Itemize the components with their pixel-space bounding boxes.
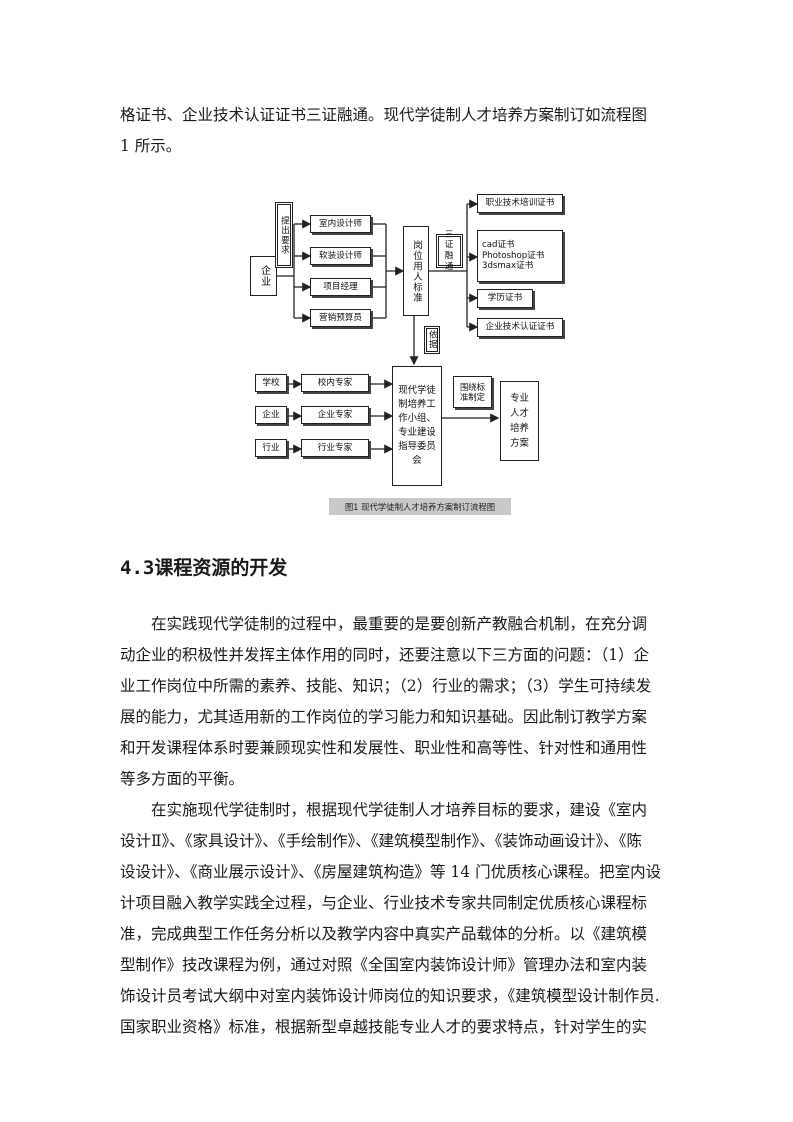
propose-requirements-label: 提出要求 (275, 202, 293, 268)
text-line: 业工作岗位中所需的素养、技能、知识；（2）行业的需求；（3）学生可持续发 (120, 677, 652, 695)
photoshop-certificate-text: Photoshop证书 (482, 250, 545, 261)
position-box-project-manager: 项目经理 (310, 278, 371, 296)
section-heading: 4.3课程资源的开发 (120, 553, 287, 580)
body-paragraph-2: 在实施现代学徒制时，根据现代学徒制人才培养目标的要求，建设《室内 设计Ⅱ》、《家… (120, 795, 680, 1043)
working-group-box: 现代学徒制培养工作小组、专业建设指导委员会 (392, 366, 442, 486)
intro-paragraph: 格证书、企业技术认证证书三证融通。现代学徒制人才培养方案制订如流程图 1 所示。 (120, 100, 680, 162)
expert-box-school: 校内专家 (301, 374, 369, 392)
text-line: 设设计》、《商业展示设计》、《房屋建筑构造》等 14 门优质核心课程。把室内设 (120, 863, 662, 881)
expert-box-industry: 行业专家 (301, 439, 369, 457)
source-box-school: 学校 (255, 374, 287, 392)
body-paragraph-1: 在实践现代学徒制的过程中，最重要的是要创新产教融合机制，在充分调 动企业的积极性… (120, 609, 680, 795)
flowchart-figure: 企业 提出要求 室内设计师 软装设计师 项目经理 营销预算员 岗位用人标准 三证… (240, 188, 580, 520)
text-line: 计项目融入教学实践全过程，与企业、行业技术专家共同制定优质核心课程标 (120, 894, 648, 912)
three-certificates-label: 三证融通 (436, 230, 463, 272)
section-number: 4.3 (120, 557, 155, 579)
job-standard-box: 岗位用人标准 (403, 226, 429, 316)
software-certificates-box: cad证书 Photoshop证书 3dsmax证书 (477, 230, 563, 282)
3dsmax-certificate-text: 3dsmax证书 (482, 261, 534, 272)
expert-box-enterprise: 企业专家 (301, 406, 369, 424)
talent-plan-box: 专业人才培养方案 (500, 381, 539, 461)
enterprise-box: 企业 (250, 256, 277, 296)
text-line: 1 所示。 (120, 137, 182, 155)
basis-label: 依据 (424, 326, 440, 354)
cad-certificate-text: cad证书 (482, 239, 515, 250)
text-line: 在实践现代学徒制的过程中，最重要的是要创新产教融合机制，在充分调 (120, 615, 648, 633)
text-line: 等多方面的平衡。 (120, 770, 245, 788)
position-box-marketing-budgeter: 营销预算员 (310, 309, 371, 327)
academic-certificate-box: 学历证书 (477, 289, 533, 308)
position-box-soft-furnishing-designer: 软装设计师 (310, 247, 371, 265)
text-line: 在实施现代学徒制时，根据现代学徒制人才培养目标的要求，建设《室内 (120, 801, 648, 819)
text-line: 动企业的积极性并发挥主体作用的同时，还要注意以下三方面的问题：（1）企 (120, 646, 650, 664)
text-line: 设计Ⅱ》、《家具设计》、《手绘制作》、《建筑模型制作》、《装饰动画设计》、《陈 (120, 832, 643, 850)
source-box-enterprise: 企业 (255, 406, 287, 424)
text-line: 国家职业资格》标准，根据新型卓越技能专业人才的要求特点，针对学生的实 (120, 1018, 648, 1036)
around-standard-label: 围绕标准制定 (453, 376, 492, 408)
position-box-interior-designer: 室内设计师 (310, 215, 371, 233)
text-line: 展的能力，尤其适用新的工作岗位的学习能力和知识基础。因此制订教学方案 (120, 708, 648, 726)
vocational-training-certificate-box: 职业技术培训证书 (477, 194, 563, 213)
text-line: 和开发课程体系时要兼顾现实性和发展性、职业性和高等性、针对性和通用性 (120, 739, 648, 757)
text-line: 准，完成典型工作任务分析以及教学内容中真实产品载体的分析。以《建筑模 (120, 925, 648, 943)
flowchart-connectors (277, 199, 500, 454)
source-box-industry: 行业 (255, 439, 287, 457)
enterprise-tech-certificate-box: 企业技术认证证书 (477, 318, 563, 337)
section-title: 课程资源的开发 (154, 557, 288, 579)
text-line: 饰设计员考试大纲中对室内装饰设计师岗位的知识要求，《建筑模型设计制作员. (120, 987, 660, 1005)
text-line: 格证书、企业技术认证证书三证融通。现代学徒制人才培养方案制订如流程图 (120, 106, 648, 124)
text-line: 型制作》技改课程为例，通过对照《全国室内装饰设计师》管理办法和室内装 (120, 956, 648, 974)
figure-caption: 图1 现代学徒制人才培养方案制订流程图 (329, 498, 511, 515)
